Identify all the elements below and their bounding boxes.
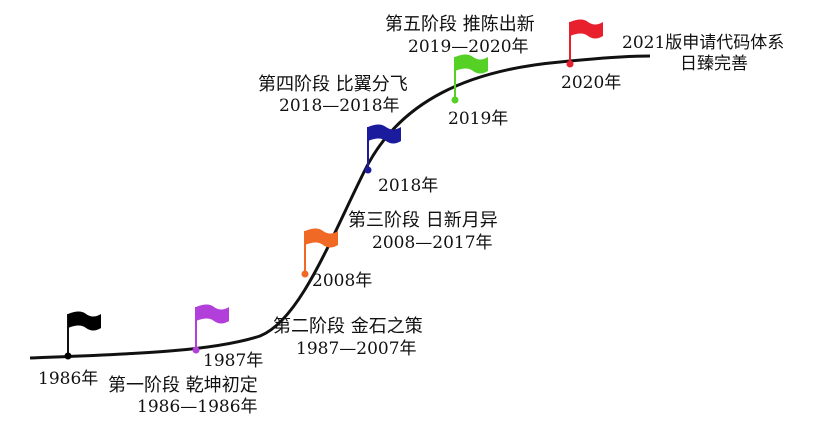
stage-title: 第五阶段 推陈出新: [385, 14, 535, 35]
milestone-1986: 1986年: [38, 311, 101, 389]
milestone-year: 1987年: [203, 351, 263, 371]
milestone-2008: 2008年: [301, 228, 372, 291]
end-note-line2: 日臻完善: [680, 54, 748, 74]
stage-title: 第一阶段 乾坤初定: [108, 375, 258, 396]
stage-range: 1987—2007年: [296, 339, 417, 359]
milestone-dot: [192, 346, 200, 354]
stage-2-label: 第二阶段 金石之策 1987—2007年: [273, 316, 423, 359]
stage-title: 第二阶段 金石之策: [273, 316, 423, 337]
milestone-dot: [451, 96, 459, 104]
milestone-2019: 2019年: [448, 54, 508, 129]
milestone-2020: 2020年: [561, 19, 621, 93]
flag-icon: [368, 124, 401, 144]
flag-icon: [305, 228, 338, 248]
milestone-2018: 2018年: [364, 124, 438, 196]
milestone-dot: [64, 352, 72, 360]
end-note: 2021版申请代码体系 日臻完善: [622, 33, 784, 74]
stage-4-label: 第四阶段 比翼分飞 2018—2018年: [258, 74, 408, 116]
stage-3-label: 第三阶段 日新月异 2008—2017年: [348, 210, 498, 253]
stage-range: 1986—1986年: [137, 397, 258, 417]
stage-title: 第三阶段 日新月异: [348, 210, 498, 231]
milestone-dot: [364, 166, 372, 174]
milestone-year: 2018年: [378, 176, 438, 196]
stage-5-label: 第五阶段 推陈出新 2019—2020年: [385, 14, 535, 57]
milestone-year: 2008年: [312, 271, 372, 291]
flag-icon: [570, 19, 603, 39]
flag-icon: [68, 311, 101, 331]
milestone-year: 2019年: [448, 109, 508, 129]
end-note-line1: 2021版申请代码体系: [622, 33, 784, 53]
flag-icon: [196, 304, 229, 324]
timeline-curve: [29, 54, 651, 360]
milestone-year: 1986年: [38, 369, 98, 389]
stage-range: 2019—2020年: [408, 37, 529, 57]
milestone-dot: [301, 270, 309, 278]
stage-range: 2018—2018年: [279, 96, 400, 116]
stage-title: 第四阶段 比翼分飞: [258, 74, 408, 95]
milestone-year: 2020年: [561, 73, 621, 93]
milestone-1987: 1987年: [192, 304, 263, 371]
stage-1-label: 第一阶段 乾坤初定 1986—1986年: [108, 375, 258, 417]
milestone-dot: [566, 60, 574, 68]
stage-range: 2008—2017年: [372, 233, 493, 253]
flag-icon: [455, 54, 488, 74]
